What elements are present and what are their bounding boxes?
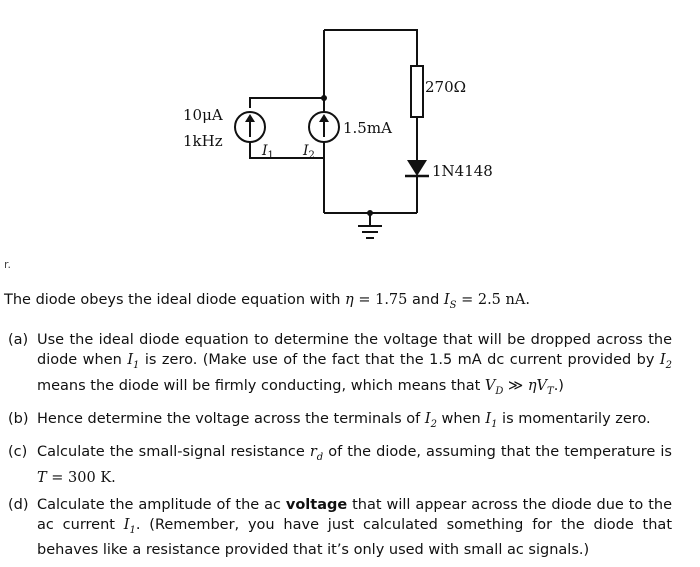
source1-value-label: 10μA xyxy=(183,106,223,124)
diode-part-label: 1N4148 xyxy=(432,162,493,180)
junction-node-top xyxy=(321,95,327,101)
question-part-d: (d) Calculate the amplitude of the ac vo… xyxy=(8,496,673,559)
resistor-value-label: 270Ω xyxy=(425,78,466,96)
part-a-tag: (a) xyxy=(8,332,29,348)
source1-symbol-label: I1 xyxy=(261,143,274,161)
question-part-c: (c) Calculate the small-signal resistanc… xyxy=(8,443,672,486)
source1-frequency-label: 1kHz xyxy=(183,132,223,150)
part-d-tag: (d) xyxy=(8,496,29,513)
circuit-wires xyxy=(249,29,418,225)
source2-value-label: 1.5mA xyxy=(343,119,392,137)
circuit-diagram: 10μA 1kHz I1 I2 1.5mA 270Ω 1N4148 xyxy=(183,29,493,239)
intro-paragraph: The diode obeys the ideal diode equation… xyxy=(4,292,530,311)
current-source-i1 xyxy=(234,111,266,143)
ground-symbol xyxy=(358,225,382,239)
diode-1n4148 xyxy=(405,160,429,178)
question-list: (a) Use the ideal diode equation to dete… xyxy=(8,330,672,567)
current-source-i2 xyxy=(308,111,340,143)
fragment-mark: r. xyxy=(4,258,12,271)
part-c-tag: (c) xyxy=(8,443,28,460)
resistor-270 xyxy=(410,65,424,118)
source2-symbol-label: I2 xyxy=(302,143,315,161)
question-part-a: (a) Use the ideal diode equation to dete… xyxy=(8,332,672,397)
question-part-b: (b) Hence determine the voltage across t… xyxy=(8,410,651,430)
junction-node-ground xyxy=(367,210,373,216)
part-b-tag: (b) xyxy=(8,410,29,427)
